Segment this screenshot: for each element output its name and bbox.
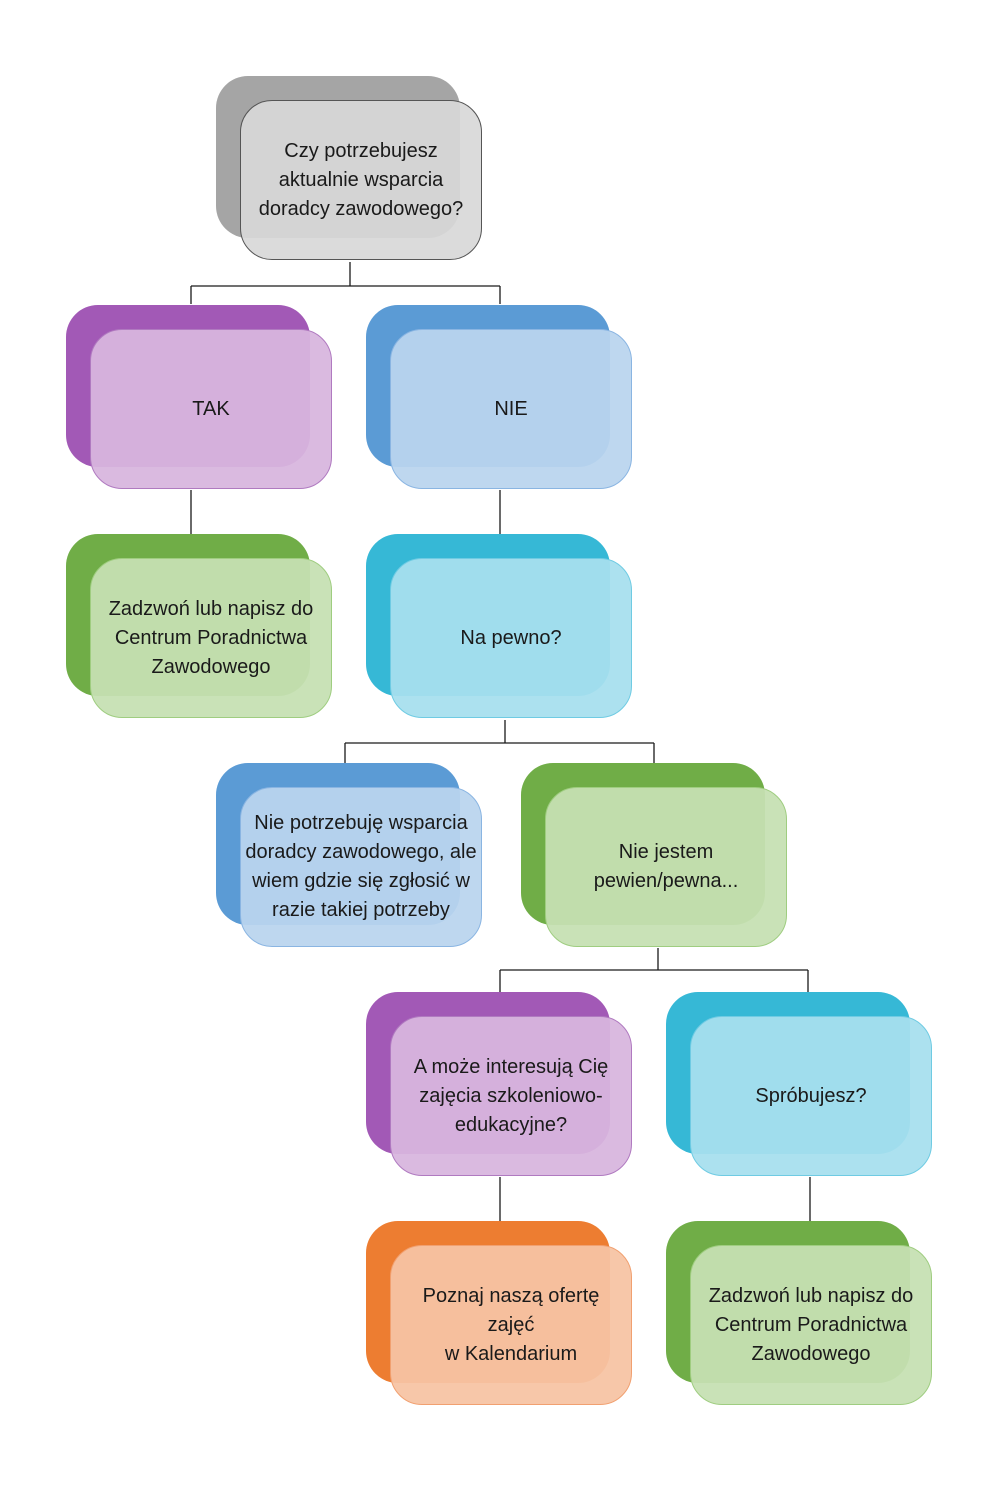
node-answer-no: NIE <box>366 305 634 491</box>
node-answer-yes: TAK <box>66 305 334 491</box>
node-question-try: Spróbujesz? <box>666 992 934 1178</box>
node-not-sure: Nie jestem pewien/pewna... <box>521 763 789 949</box>
node-not-sure-label: Nie jestem pewien/pewna... <box>593 841 739 892</box>
node-question-try-label: Spróbujesz? <box>755 1084 867 1107</box>
connector-nie-jestem-to-branches <box>499 948 809 992</box>
node-contact-center-2: Zadzwoń lub napisz do Centrum Poradnictw… <box>666 1221 934 1407</box>
connector-root-to-tak-nie <box>190 262 501 304</box>
node-question-support: Czy potrzebujesz aktualnie wsparcia dora… <box>216 76 484 262</box>
node-contact-center-1: Zadzwoń lub napisz do Centrum Poradnictw… <box>66 534 334 720</box>
node-no-need-label: Nie potrzebuję wsparcia doradcy zawodowe… <box>245 812 477 921</box>
node-answer-no-label: NIE <box>494 397 528 420</box>
node-contact-center-2-label: Zadzwoń lub napisz do Centrum Poradnictw… <box>708 1284 914 1365</box>
node-answer-yes-label: TAK <box>192 397 230 420</box>
connector-na-pewno-to-branches <box>344 720 655 763</box>
node-question-training: A może interesują Cię zajęcia szkoleniow… <box>366 992 634 1178</box>
node-question-training-label: A może interesują Cię zajęcia szkoleniow… <box>413 1055 609 1136</box>
node-no-need: Nie potrzebuję wsparcia doradcy zawodowe… <box>216 763 484 949</box>
node-offer-calendar-label: Poznaj naszą ofertę zajęć w Kalendarium <box>422 1284 600 1365</box>
node-question-support-label: Czy potrzebujesz aktualnie wsparcia dora… <box>258 139 464 220</box>
node-question-sure-label: Na pewno? <box>460 626 562 649</box>
node-contact-center-1-label: Zadzwoń lub napisz do Centrum Poradnictw… <box>108 597 314 678</box>
node-question-sure: Na pewno? <box>366 534 634 720</box>
node-offer-calendar: Poznaj naszą ofertę zajęć w Kalendarium <box>366 1221 634 1407</box>
